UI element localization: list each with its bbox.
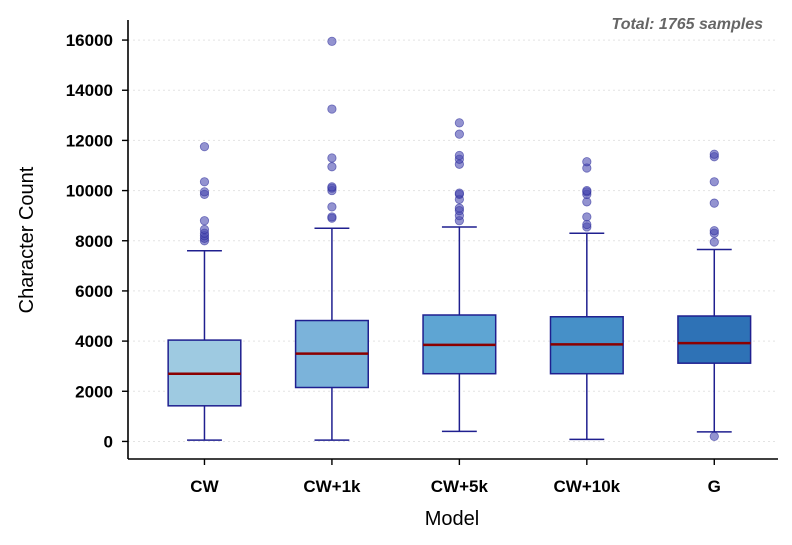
outlier-point [454, 188, 464, 198]
outlier-point [199, 224, 210, 235]
box-group-G [677, 149, 752, 442]
box-group-CW [167, 142, 242, 441]
outlier-point [454, 203, 464, 213]
outlier-point [709, 177, 719, 187]
outlier-point [709, 226, 719, 236]
x-ticks: CW CW+1k CW+5k CW+10k G [190, 459, 721, 496]
y-tick-label: 10000 [66, 182, 113, 201]
outlier-point [709, 149, 719, 159]
outlier-point [199, 216, 210, 226]
outlier-point [199, 177, 210, 187]
y-tick-label: 2000 [75, 382, 113, 401]
outlier-point [454, 118, 464, 128]
sample-count-annotation: Total: 1765 samples [612, 16, 764, 33]
outlier-point [327, 153, 337, 163]
y-tick-label: 12000 [66, 131, 113, 150]
outlier-point [709, 198, 719, 208]
outlier-point [582, 157, 592, 167]
y-axis-title: Character Count [16, 166, 38, 313]
x-tick-label: CW [190, 477, 219, 496]
x-axis-title: Model [425, 508, 479, 530]
outlier-point [327, 104, 337, 114]
box-group-CW+10k [549, 157, 624, 441]
outlier-point [709, 431, 719, 442]
outlier-point [454, 150, 464, 161]
outlier-point [454, 129, 464, 139]
y-tick-label: 0 [104, 432, 113, 451]
outlier-point [199, 187, 210, 197]
x-tick-label: G [708, 477, 721, 496]
x-tick-label: CW+5k [431, 477, 489, 496]
x-tick-label: CW+1k [303, 477, 361, 496]
box-group-CW+5k [422, 118, 497, 433]
y-tick-label: 4000 [75, 332, 113, 351]
x-tick-label: CW+10k [554, 477, 621, 496]
outlier-point [582, 212, 592, 222]
outlier-point [199, 142, 210, 152]
y-tick-label: 8000 [75, 232, 113, 251]
outlier-point [327, 162, 337, 172]
outlier-point [582, 185, 592, 196]
iqr-box [677, 315, 752, 364]
box-group-CW+1k [294, 36, 369, 441]
y-ticks: 0 2000 4000 6000 8000 10000 12000 14000 16000 [66, 31, 128, 451]
y-tick-label: 6000 [75, 282, 113, 301]
outlier-point [709, 237, 719, 247]
boxes [167, 36, 752, 442]
y-tick-label: 16000 [66, 31, 113, 50]
gridlines [128, 39, 778, 442]
axes [127, 20, 778, 460]
outlier-point [327, 182, 337, 192]
outlier-point [327, 202, 337, 212]
y-tick-label: 14000 [66, 81, 113, 100]
outlier-point [327, 36, 337, 46]
outlier-point [327, 212, 337, 222]
